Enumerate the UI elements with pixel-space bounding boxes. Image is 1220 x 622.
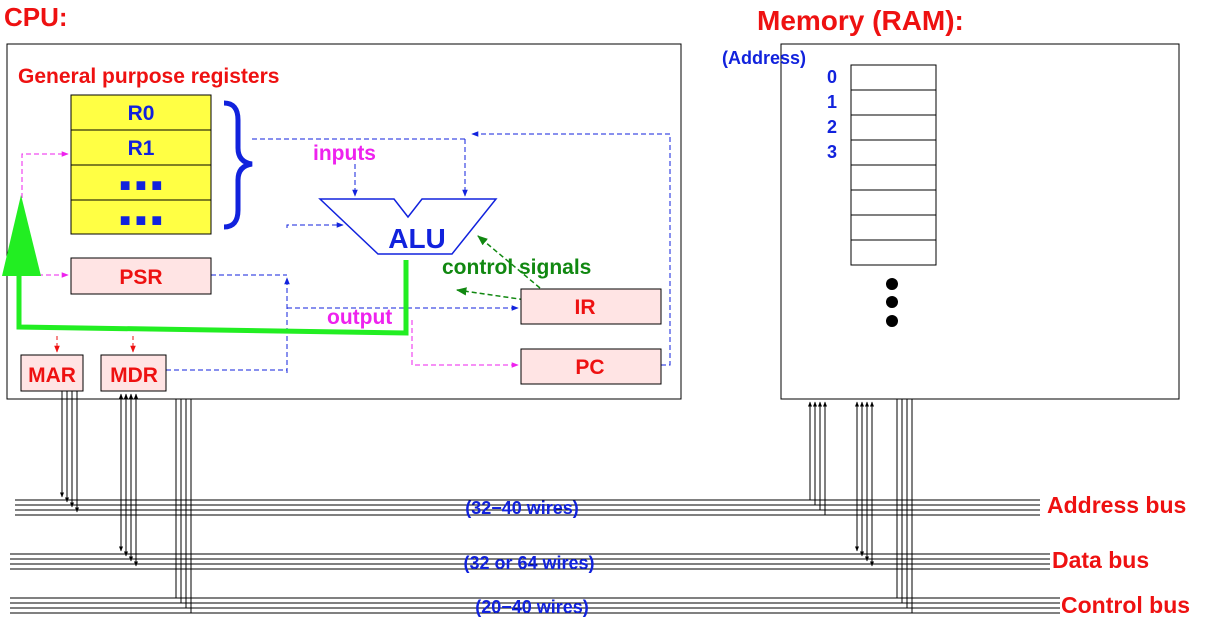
alu-shape	[318, 198, 498, 255]
green-arrow-head	[2, 195, 41, 276]
register-r1	[70, 129, 212, 166]
to-pc-arrow	[411, 320, 519, 368]
pc-label: PC	[575, 356, 604, 379]
data-bus-label: Data bus	[1052, 547, 1149, 573]
memory-box	[780, 43, 1180, 400]
memory-cells	[850, 64, 937, 266]
address-bus-label: Address bus	[1047, 492, 1186, 518]
psr-box	[70, 257, 212, 295]
memory-ellipsis-dot	[886, 278, 898, 290]
data-bus-wires: (32 or 64 wires)	[463, 553, 594, 573]
memory-cell	[850, 114, 937, 141]
memory-ellipsis-dot	[886, 315, 898, 327]
cpu-data-paths	[166, 131, 671, 373]
register-r1-label: R1	[128, 137, 155, 160]
inputs-label: inputs	[313, 142, 376, 165]
cpu-title: CPU:	[4, 2, 68, 32]
address-label: (Address)	[722, 48, 806, 68]
memory-cell	[850, 189, 937, 216]
memory-cell	[850, 89, 937, 116]
register-file: R0 R1 ■ ■ ■ ■ ■ ■	[70, 94, 212, 235]
control-signals-label: control signals	[442, 256, 591, 279]
control-bus-label: Control bus	[1061, 592, 1190, 618]
ir-box	[520, 288, 662, 325]
memory-cell	[850, 164, 937, 191]
red-arrows	[54, 336, 136, 353]
address-2: 2	[827, 117, 837, 137]
address-0: 0	[827, 67, 837, 87]
control-signal-arrows	[455, 235, 541, 303]
memory-ellipsis-dot	[886, 296, 898, 308]
pc-to-alu-arrow	[471, 131, 671, 366]
to-alu-left-arrow	[286, 222, 344, 228]
address-1: 1	[827, 92, 837, 112]
control-bus-wires: (20−40 wires)	[475, 597, 589, 617]
control-bus-lines	[10, 597, 1060, 614]
ir-control-arrow	[455, 287, 541, 303]
mar-label: MAR	[28, 364, 76, 387]
alu-label: ALU	[388, 223, 446, 254]
memory-cell	[850, 139, 937, 166]
register-more-1	[70, 164, 212, 201]
mar-box	[20, 354, 84, 392]
register-r0-label: R0	[128, 102, 155, 125]
alu-output-bus	[16, 260, 409, 336]
ir-label: IR	[575, 296, 596, 319]
register-ellipsis-label: ■ ■ ■	[120, 175, 163, 195]
register-r0	[70, 94, 212, 131]
memory-title: Memory (RAM):	[757, 5, 964, 36]
address-bus-lines	[15, 499, 1040, 516]
memory-cell	[850, 214, 937, 241]
psr-label: PSR	[119, 266, 162, 289]
register-more-2	[70, 199, 212, 235]
memory-cell	[850, 239, 937, 266]
address-bus-wires: (32−40 wires)	[465, 498, 579, 518]
output-label: output	[327, 306, 392, 329]
register-brace	[223, 100, 253, 230]
system-buses	[10, 391, 1060, 614]
mdr-box	[100, 354, 167, 392]
gp-registers-label: General purpose registers	[18, 65, 279, 88]
pc-box	[520, 348, 662, 385]
ir-to-alu-control-arrow	[477, 235, 541, 289]
register-ellipsis-label: ■ ■ ■	[120, 210, 163, 230]
memory-cell	[850, 64, 937, 91]
mdr-label: MDR	[110, 364, 158, 387]
address-3: 3	[827, 142, 837, 162]
data-bus-lines	[10, 553, 1050, 570]
